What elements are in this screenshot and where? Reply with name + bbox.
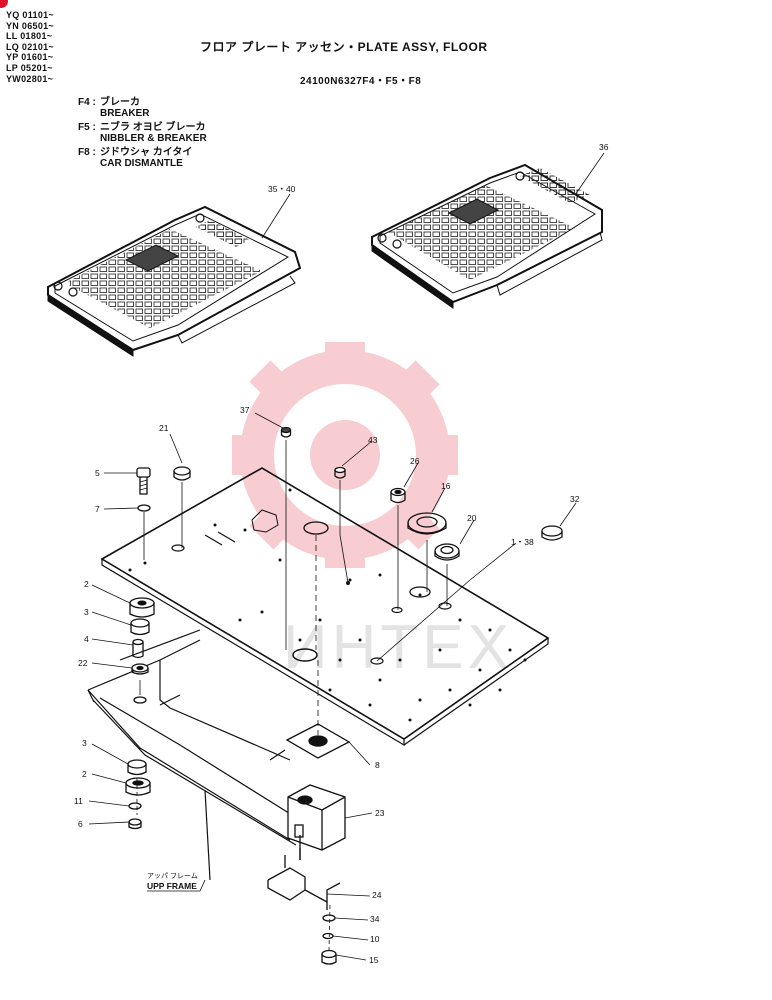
corner-badge [0, 0, 8, 8]
callout-label: 43 [368, 435, 378, 445]
serial-number: LP 05201~ [6, 62, 53, 73]
callout-label: 1・38 [511, 537, 534, 547]
callout-label: 2 [82, 769, 87, 779]
serial-number: LQ 02101~ [6, 41, 54, 52]
serial-number-list: YQ 01101~ YN 06501~ LL 01801~ LQ 02101~ … [6, 10, 54, 84]
assembly-lines [136, 440, 448, 951]
legend-en: NIBBLER & BREAKER [100, 133, 207, 144]
floor-mat-left [47, 205, 302, 357]
callout-label: 2 [84, 579, 89, 589]
sleeve-part-4 [132, 638, 144, 659]
callout-label: 7 [95, 504, 100, 514]
callout-label: 37 [240, 405, 250, 415]
serial-number: YQ 01101~ [6, 10, 54, 20]
watermark-gear [232, 342, 458, 568]
plug-part-43 [334, 466, 346, 479]
washer-part-22 [131, 663, 149, 675]
page-title: フロア プレート アッセン・PLATE ASSY, FLOOR [200, 40, 488, 54]
callout-label: 11 [74, 796, 83, 806]
bracket-part-24 [267, 848, 341, 910]
callout-label: 15 [369, 955, 379, 965]
legend-code: F4 : [78, 97, 96, 108]
callout-label: 34 [370, 914, 380, 924]
legend-en: BREAKER [100, 108, 150, 119]
serial-number: LL 01801~ [6, 31, 53, 42]
callout-label: 20 [467, 513, 477, 523]
leader-lines [88, 152, 605, 961]
floor-mat-right [371, 163, 603, 309]
upper-frame [87, 629, 301, 881]
bolt-part-5 [136, 467, 151, 495]
callout-label: 3 [82, 738, 87, 748]
plug-part-21 [173, 466, 191, 481]
legend-jp: ジドウシャ カイタイ [100, 147, 193, 158]
nut-part-6 [128, 818, 142, 830]
callout-label: 36 [599, 142, 609, 152]
callout-label: 3 [84, 607, 89, 617]
bolt-part-15 [321, 949, 337, 965]
callout-label: 16 [441, 481, 451, 491]
grommet-part-20 [434, 543, 460, 561]
callout-label: 5 [95, 468, 100, 478]
callout-label: 22 [78, 658, 88, 668]
grommet-part-26 [390, 487, 406, 504]
washer-part-10 [322, 932, 334, 940]
serial-number: YW02801~ [6, 73, 54, 84]
plug-part-32 [541, 525, 563, 541]
plug-part-37 [280, 426, 292, 438]
legend-en: CAR DISMANTLE [100, 158, 183, 169]
washer-part-7 [137, 504, 151, 512]
callout-label: 24 [372, 890, 382, 900]
serial-number: YN 06501~ [6, 20, 54, 31]
frame-label-leader [147, 879, 206, 892]
callout-label: 35・40 [268, 184, 296, 194]
legend-jp: ニブラ オヨビ ブレーカ [100, 122, 206, 133]
stopper-part-3-lower [127, 759, 147, 776]
callout-label: 6 [78, 819, 83, 829]
callout-label: 32 [570, 494, 580, 504]
assembly-part-number: 24100N6327F4・F5・F8 [300, 76, 422, 87]
washer-part-34 [322, 914, 336, 922]
cushion-part-2-lower [125, 777, 151, 796]
callout-label: 8 [375, 760, 380, 770]
callout-label: 21 [159, 423, 169, 433]
cushion-part-2 [129, 597, 155, 618]
legend-code: F8 : [78, 147, 96, 158]
frame-label-jp: アッパ フレーム [147, 872, 198, 880]
washer-part-11 [128, 802, 142, 810]
watermark-text: ИНТЕХ [283, 613, 513, 682]
frame-label-en: UPP FRAME [147, 881, 197, 891]
callout-label: 4 [84, 634, 89, 644]
floor-plate [100, 467, 550, 747]
callout-label: 26 [410, 456, 420, 466]
cover-plate-part-8 [285, 723, 351, 759]
pedal-block-part-23 [287, 784, 346, 860]
grommet-part-16 [407, 512, 447, 535]
legend-code: F5 : [78, 122, 96, 133]
legend-jp: ブレーカ [100, 97, 140, 108]
callout-label: 10 [370, 934, 380, 944]
callout-label: 23 [375, 808, 385, 818]
stopper-part-3 [130, 618, 150, 636]
serial-number: YP 01601~ [6, 52, 54, 63]
callout-labels: 35・40 36 37 21 43 26 16 32 5 7 20 1・38 2… [74, 142, 609, 965]
